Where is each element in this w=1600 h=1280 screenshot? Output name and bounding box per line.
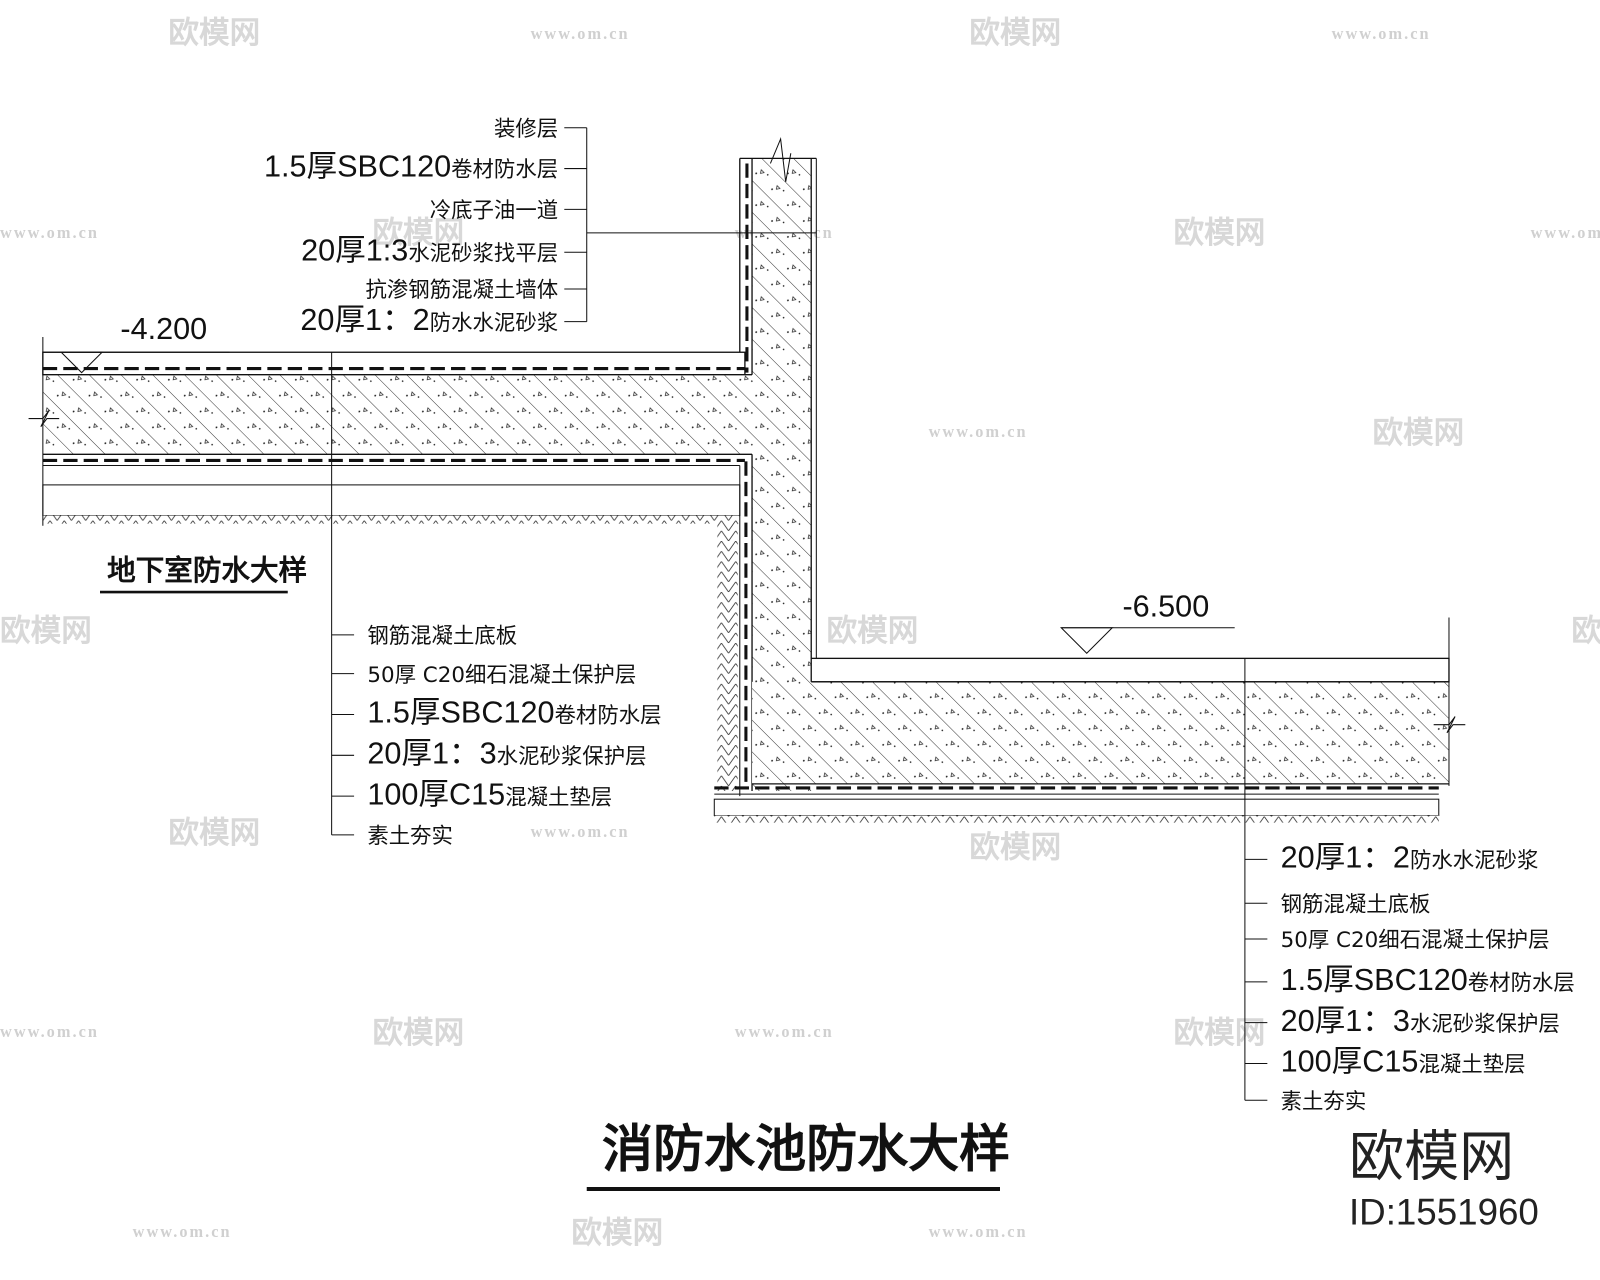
callout-text: 卷材防水层 xyxy=(555,704,662,729)
callout-text: 冷底子油一道 xyxy=(430,199,558,224)
callout-label: 50厚 C20细石混凝土保护层 xyxy=(1281,928,1550,953)
callout-label: 素土夯实 xyxy=(1281,1089,1367,1114)
callout-spec: 20厚1：2 xyxy=(300,303,429,337)
callout-text: 水泥砂浆保护层 xyxy=(1410,1012,1560,1037)
callout-label: 钢筋混凝土底板 xyxy=(1281,892,1431,917)
watermark-url: www.om.cn xyxy=(133,1222,232,1241)
watermark-url: www.om.cn xyxy=(735,1022,834,1041)
callout-text: 卷材防水层 xyxy=(451,158,558,183)
elevation-label: -4.200 xyxy=(120,312,207,346)
basement-detail-title: 地下室防水大样 xyxy=(107,553,307,587)
callout-label: 20厚1：2防水水泥砂浆 xyxy=(300,303,558,337)
callout-label: 1.5厚SBC120卷材防水层 xyxy=(264,150,558,184)
callout-label: 抗渗钢筋混凝土墙体 xyxy=(366,278,559,303)
watermark-brand: 欧模网 xyxy=(1173,216,1265,250)
callout-text: 防水水泥砂浆 xyxy=(430,311,558,336)
callout-text: 防水水泥砂浆 xyxy=(1410,849,1538,874)
callout-text: 钢筋混凝土底板 xyxy=(367,624,517,649)
watermark-brand: 欧模网 xyxy=(969,830,1061,864)
watermark-brand: 欧模网 xyxy=(571,1216,663,1250)
watermark-brand: 欧模网 xyxy=(1372,416,1464,450)
elevation-marker-lower: -6.500 xyxy=(1059,590,1235,654)
watermark-brand: 欧模网 xyxy=(372,216,464,250)
brand-logo-text: 欧模网 xyxy=(1349,1125,1514,1189)
callout-text: 钢筋混凝土底板 xyxy=(1281,892,1431,917)
callout-spec: 20厚1:3 xyxy=(301,233,408,267)
elevation-marker-upper: -4.200 xyxy=(42,312,230,374)
basement-callout: 钢筋混凝土底板 50厚 C20细石混凝土保护层 1.5厚SBC120卷材防水层 20厚… xyxy=(331,352,662,849)
callout-label: 素土夯实 xyxy=(367,824,453,849)
elevation-triangle-icon xyxy=(59,351,104,374)
watermark-url: www.om.cn xyxy=(1531,223,1600,242)
break-line-icon xyxy=(769,136,792,182)
callout-text: 素土夯实 xyxy=(1281,1089,1367,1114)
callout-label: 装修层 xyxy=(494,117,558,142)
callout-text: 素土夯实 xyxy=(367,824,453,849)
callout-text: 抗渗钢筋混凝土墙体 xyxy=(366,278,559,303)
callout-label: 100厚C15混凝土垫层 xyxy=(367,777,612,811)
callout-label: 20厚1：3水泥砂浆保护层 xyxy=(367,736,646,770)
watermark-brand: 欧模网 xyxy=(1571,614,1600,648)
callout-spec: 20厚1：3 xyxy=(1281,1004,1410,1038)
callout-label: 20厚1:3水泥砂浆找平层 xyxy=(301,233,558,267)
callout-text: 水泥砂浆找平层 xyxy=(408,241,558,266)
main-title: 消防水池防水大样 xyxy=(602,1121,1010,1180)
callout-text: 混凝土垫层 xyxy=(505,785,612,810)
callout-spec: 1.5厚SBC120 xyxy=(367,696,554,730)
watermark-url: www.om.cn xyxy=(531,24,630,43)
callout-text: 卷材防水层 xyxy=(1468,971,1575,996)
callout-spec: 20厚1：2 xyxy=(1281,841,1410,875)
drawing-id: ID:1551960 xyxy=(1349,1192,1539,1233)
callout-label: 100厚C15混凝土垫层 xyxy=(1281,1045,1526,1079)
watermark-brand: 欧模网 xyxy=(1173,1016,1265,1050)
callout-label: 冷底子油一道 xyxy=(430,199,558,224)
watermark-brand: 欧模网 xyxy=(168,816,260,850)
callout-label: 1.5厚SBC120卷材防水层 xyxy=(367,696,661,730)
callout-spec: 100厚C15 xyxy=(1281,1045,1419,1079)
watermark-brand: 欧模网 xyxy=(827,614,919,648)
callout-text: 水泥砂浆保护层 xyxy=(497,744,647,769)
watermark-layer: 欧模网 www.om.cn 欧模网 www.om.cn www.om.cn 欧模… xyxy=(0,16,1600,1250)
callout-label: 20厚1：2防水水泥砂浆 xyxy=(1281,841,1539,875)
elevation-triangle-icon xyxy=(1059,627,1114,654)
basement-slab-section xyxy=(28,336,758,526)
watermark-url: www.om.cn xyxy=(929,422,1028,441)
callout-label: 50厚 C20细石混凝土保护层 xyxy=(367,663,636,688)
elevation-label: -6.500 xyxy=(1122,590,1209,624)
callout-spec: 100厚C15 xyxy=(367,777,505,811)
watermark-url: www.om.cn xyxy=(1332,24,1431,43)
callout-text: 50厚 C20细石混凝土保护层 xyxy=(1281,928,1550,953)
watermark-url: www.om.cn xyxy=(929,1222,1028,1241)
watermark-brand: 欧模网 xyxy=(372,1016,464,1050)
callout-spec: 1.5厚SBC120 xyxy=(1281,963,1468,997)
callout-text: 混凝土垫层 xyxy=(1418,1053,1525,1078)
watermark-brand: 欧模网 xyxy=(969,16,1061,50)
pool-slab-section xyxy=(713,617,1466,823)
watermark-url: www.om.cn xyxy=(531,822,630,841)
watermark-url: www.om.cn xyxy=(0,223,99,242)
callout-spec: 20厚1：3 xyxy=(367,736,496,770)
callout-label: 钢筋混凝土底板 xyxy=(367,624,517,649)
watermark-brand: 欧模网 xyxy=(0,614,92,648)
watermark-url: www.om.cn xyxy=(0,1022,99,1041)
callout-label: 20厚1：3水泥砂浆保护层 xyxy=(1281,1004,1560,1038)
callout-text: 50厚 C20细石混凝土保护层 xyxy=(367,663,636,688)
watermark-brand: 欧模网 xyxy=(168,16,260,50)
callout-label: 1.5厚SBC120卷材防水层 xyxy=(1281,963,1575,997)
callout-spec: 1.5厚SBC120 xyxy=(264,150,451,184)
callout-text: 装修层 xyxy=(494,117,558,142)
